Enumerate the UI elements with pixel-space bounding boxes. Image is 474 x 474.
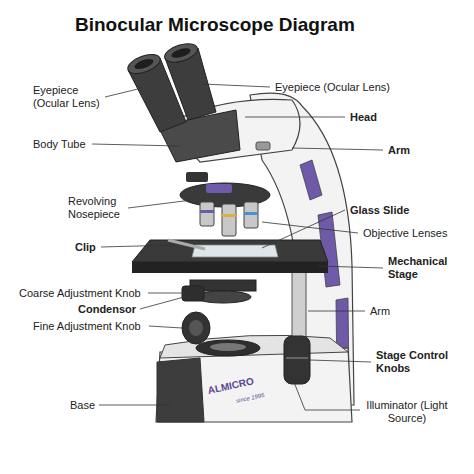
mechanical-stage [132,262,328,273]
part-label: Mechanical Stage [388,255,463,281]
eyepieces [125,51,162,78]
head [256,142,270,150]
stage-control-knobs [286,357,308,359]
leader-line [92,144,180,146]
eyepieces [125,40,216,132]
objective-lenses [222,214,236,217]
base [157,358,204,422]
leader-line [318,266,383,268]
part-label: Arm [388,144,410,157]
leader-line [140,294,195,309]
part-label: Eyepiece (Ocular Lens) [33,84,111,110]
nosepiece [206,184,232,193]
stage-control-knobs [284,336,310,384]
pillar [292,272,306,344]
base [196,340,260,356]
objective-lenses [222,204,236,236]
part-label: Objective Lenses [363,227,447,240]
leader-line [202,84,270,87]
stage-control-knobs [284,336,310,384]
arm [300,160,322,200]
leader-line [148,293,184,294]
focus-knobs [189,320,203,336]
leader-line [262,222,358,233]
leader-line [99,405,170,406]
part-label: Body Tube [33,138,86,151]
part-label: Revolving Nosepiece [68,195,130,221]
part-label: Glass Slide [350,204,409,217]
part-label: Head [350,111,377,124]
leader-line [262,210,345,248]
leader-line [92,84,383,410]
part-label: Condensor [78,303,136,316]
objective-lenses [200,210,214,213]
leader-line [128,200,192,208]
pillar [292,272,306,344]
eyepieces [170,46,191,59]
leader-line [290,372,360,410]
eyepieces [133,57,155,71]
focus-knobs [182,286,210,344]
part-label: Stage Control Knobs [376,349,461,375]
base [156,335,352,422]
leader-line [310,360,371,362]
part-label: Arm [370,305,390,318]
leader-line [308,311,365,312]
part-label: Eyepiece (Ocular Lens) [275,81,390,94]
objective-lenses [200,202,214,226]
part-label: Base [70,399,95,412]
leader-line [105,88,142,97]
leader-line [149,326,182,328]
part-label: Fine Adjustment Knob [33,320,141,333]
leader-line [101,245,175,247]
leader-line [292,148,383,150]
part-label: Illuminator (Light Source) [365,399,449,425]
part-label: Coarse Adjustment Knob [19,287,141,300]
diagram-title: Binocular Microscope Diagram [75,14,355,36]
mechanical-stage [132,240,328,273]
nosepiece [186,172,208,182]
leader-line [245,117,345,118]
part-label: Clip [75,241,96,254]
focus-knobs [182,286,204,301]
mechanical-stage [132,240,328,262]
objective-lenses [244,212,258,215]
base [156,348,352,422]
base [210,343,246,351]
objective-lenses [244,202,258,228]
eyepieces [162,40,199,65]
objective-lenses [200,202,258,236]
mechanical-stage [168,240,205,249]
focus-knobs [182,312,210,344]
